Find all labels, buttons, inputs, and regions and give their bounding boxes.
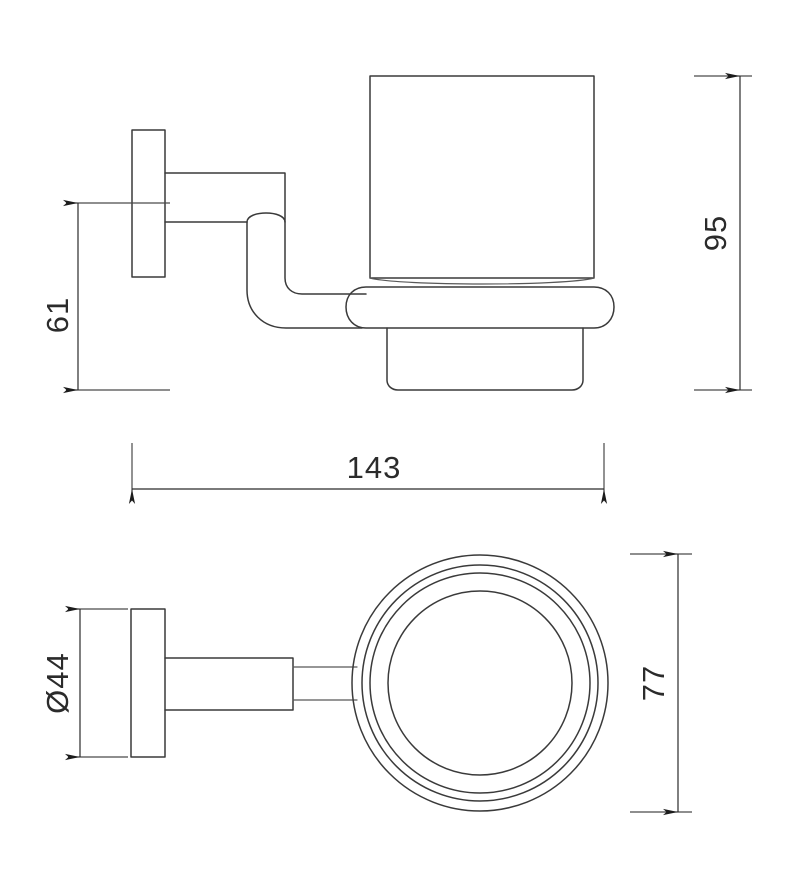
ring-holder-band-side xyxy=(345,286,615,329)
wall-plate-plan xyxy=(130,608,166,758)
dimension-95-label: 95 xyxy=(698,215,733,251)
tumbler-glass-side xyxy=(369,75,595,285)
dimension-diameter-44: Ø44 xyxy=(40,605,128,761)
ring-circle-inner xyxy=(387,590,573,776)
ring-holder-circles-plan xyxy=(351,554,609,812)
dimension-diameter-44-label: Ø44 xyxy=(40,652,75,714)
support-arm-plan xyxy=(164,657,294,711)
ring-circle-outer xyxy=(351,554,609,812)
ring-circle-third xyxy=(369,572,591,794)
dimension-143: 143 xyxy=(128,443,608,504)
arm-elbow-bend xyxy=(246,212,367,329)
support-arm-side xyxy=(164,172,286,223)
dimension-143-label: 143 xyxy=(347,450,402,485)
dimension-95: 95 xyxy=(694,72,752,394)
arm-neck-plan xyxy=(292,666,358,701)
tumbler-base-side xyxy=(386,327,584,391)
dimension-77: 77 xyxy=(630,550,692,816)
ring-circle-second xyxy=(361,564,599,802)
dimension-61-label: 61 xyxy=(40,297,75,333)
dimension-61: 61 xyxy=(40,199,170,394)
plan-view xyxy=(130,554,609,812)
side-elevation-view xyxy=(131,75,615,391)
dimension-77-label: 77 xyxy=(636,665,671,701)
